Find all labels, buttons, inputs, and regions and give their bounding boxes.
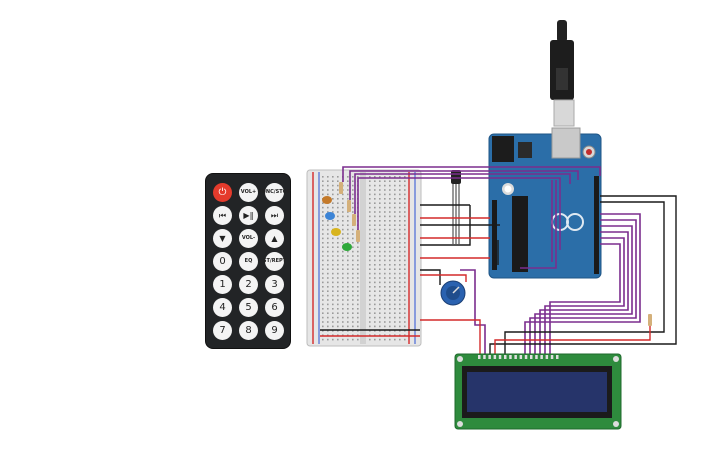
power-jack — [492, 136, 514, 162]
remote-button-power[interactable]: ⏻ — [213, 183, 232, 202]
remote-button-eq[interactable]: EQ — [239, 252, 258, 271]
remote-button-digit-8[interactable]: 8 — [239, 321, 258, 340]
wires-purple — [342, 166, 641, 354]
remote-button-digit-9[interactable]: 9 — [265, 321, 284, 340]
atmega-chip — [512, 196, 528, 272]
resistors[interactable] — [339, 182, 652, 326]
remote-button-digit-0[interactable]: 0 — [213, 252, 232, 271]
reset-button[interactable] — [586, 149, 592, 155]
remote-button-play-pause[interactable]: ▶‖ — [239, 206, 258, 225]
wires-red — [320, 217, 651, 354]
remote-button-vol-up[interactable]: VOL+ — [239, 183, 258, 202]
remote-button-next[interactable]: ⏭ — [265, 206, 284, 225]
led-orange[interactable] — [322, 196, 332, 204]
remote-button-digit-4[interactable]: 4 — [213, 298, 232, 317]
potentiometer[interactable] — [440, 280, 466, 306]
remote-button-digit-7[interactable]: 7 — [213, 321, 232, 340]
remote-button-digit-5[interactable]: 5 — [239, 298, 258, 317]
remote-button-digit-1[interactable]: 1 — [213, 275, 232, 294]
arduino-uno[interactable] — [488, 127, 602, 279]
led-blue[interactable] — [325, 212, 335, 220]
breadboard[interactable] — [306, 169, 422, 347]
remote-button-prev[interactable]: ⏮ — [213, 206, 232, 225]
remote-button-up[interactable]: ▲ — [265, 229, 284, 248]
lcd-screen — [467, 372, 607, 412]
lcd-16x2[interactable] — [454, 353, 622, 430]
led-green[interactable] — [342, 243, 352, 251]
remote-button-digit-2[interactable]: 2 — [239, 275, 258, 294]
remote-button-func-stop[interactable]: FUNC/STOP — [258, 183, 291, 202]
led-yellow[interactable] — [331, 228, 341, 236]
remote-button-down[interactable]: ▼ — [213, 229, 232, 248]
ir-receiver[interactable] — [451, 170, 461, 244]
remote-button-st-rept[interactable]: ST/REPT — [263, 252, 286, 271]
usb-port — [551, 127, 581, 159]
remote-button-vol-down[interactable]: VOL- — [239, 229, 258, 248]
remote-button-digit-6[interactable]: 6 — [265, 298, 284, 317]
usb-cable[interactable] — [550, 20, 575, 127]
remote-button-digit-3[interactable]: 3 — [265, 275, 284, 294]
